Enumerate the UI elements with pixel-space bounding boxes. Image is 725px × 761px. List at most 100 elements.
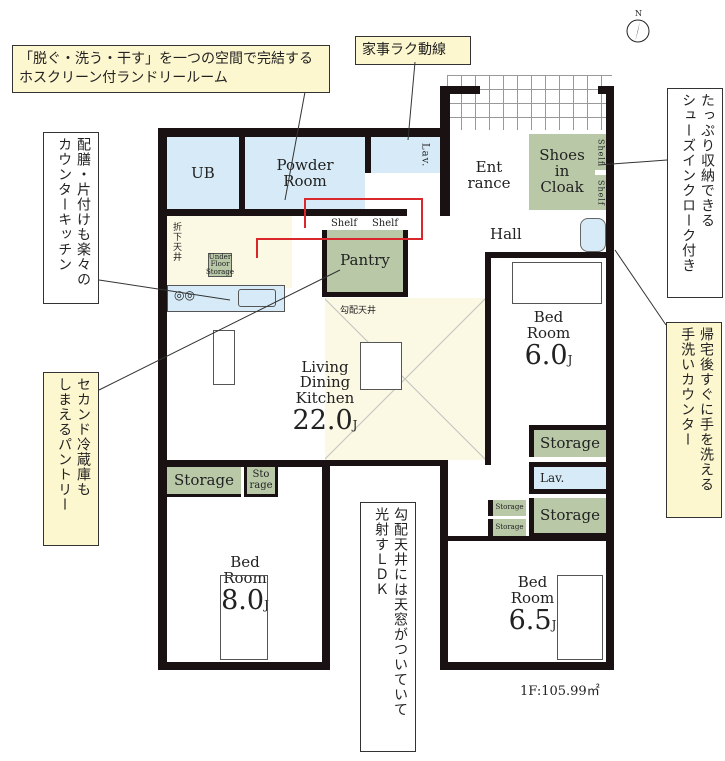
room-label: Room — [223, 568, 267, 587]
room-size-unit: J — [352, 417, 358, 432]
bed — [557, 575, 603, 660]
room-size-unit: J — [567, 352, 573, 367]
room-label: Shelf — [371, 217, 399, 229]
shoes-shelf: Shelf — [595, 175, 606, 210]
room-label: Bed — [533, 308, 564, 327]
lavatory-top: Lav. — [410, 138, 438, 172]
wall — [322, 460, 330, 670]
ceiling-note: 勾配天井 — [340, 306, 377, 316]
callout-text: シューズインクローク付き — [680, 93, 697, 273]
room-label: Bed — [517, 573, 548, 592]
room-label: Shelf — [596, 139, 606, 165]
room-label: Bed — [230, 553, 260, 572]
wall — [440, 86, 480, 94]
storage: Sto rage — [244, 467, 278, 497]
room-size-unit: J — [551, 617, 557, 632]
room-label: Sto — [252, 469, 270, 480]
storage: Storage — [529, 425, 606, 457]
floor-area: 1F:105.99㎡ — [520, 684, 600, 699]
callout-text: 帰宅後すぐに手を洗える — [698, 327, 714, 492]
room-label: Living — [301, 357, 349, 376]
housework-route — [304, 198, 306, 228]
lavatory-right: Lav. — [529, 462, 606, 494]
room-label: Cloak — [540, 177, 584, 196]
ceiling-note: 折下天井 — [171, 222, 181, 262]
room-label: Storage — [174, 470, 234, 489]
callout-text: 配膳・片付けも楽々の — [75, 137, 91, 287]
wall — [158, 662, 330, 670]
underfloor-storage: Under Floor Storage — [206, 252, 234, 277]
callout-laundry: 「脱ぐ・洗う・干す」を一つの空間で完結する ホスクリーン付ランドリールーム — [12, 45, 330, 93]
storage: Storage — [167, 467, 241, 497]
wall — [448, 536, 608, 541]
room-size: 8.0 — [221, 584, 265, 616]
wall — [606, 86, 614, 670]
room-label: UB — [191, 163, 215, 182]
stove-icon: ◎◎ — [174, 288, 195, 302]
pantry-shelf: Shelf — [325, 218, 363, 230]
bed — [220, 575, 268, 660]
room-label: Shelf — [596, 179, 606, 206]
room-label: Storage — [540, 505, 600, 524]
shoes-in-cloak: Shoes in Cloak — [529, 134, 595, 210]
pantry-shelf: Shelf — [366, 218, 404, 230]
wall — [598, 86, 612, 94]
living-dining-kitchen: Living Dining Kitchen 22.0J — [275, 340, 375, 455]
room-label: Storage — [540, 433, 600, 452]
housework-route — [305, 198, 423, 200]
room-label: Ent — [475, 158, 503, 177]
housework-route — [256, 238, 423, 240]
room-size-unit: J — [264, 597, 269, 612]
toilet — [365, 137, 440, 173]
room-size: 6.0 — [524, 339, 568, 371]
storage: Storage — [529, 498, 606, 536]
room-label: Lav. — [419, 142, 431, 168]
callout-text: 家事ラク動線 — [362, 42, 446, 58]
sofa — [360, 342, 402, 390]
dining-table — [213, 330, 235, 385]
wall — [167, 460, 327, 467]
callout-shoes: たっぷり収納できる シューズインクローク付き — [667, 88, 723, 298]
callout-text: ホスクリーン付ランドリールーム — [19, 69, 228, 86]
callout-text: カウンターキッチン — [56, 137, 73, 272]
callout-kitchen: 配膳・片付けも楽々の カウンターキッチン — [43, 132, 99, 304]
vaulted-ceiling-area — [325, 298, 485, 460]
bedroom-6-0: Bed Room 6.0J — [491, 290, 606, 390]
wall — [440, 86, 450, 216]
callout-text: 勾配天井には天窓がついていて — [392, 507, 408, 717]
room-label: in — [554, 162, 570, 181]
entrance: Ent rance — [450, 137, 528, 215]
room-label: Room — [510, 588, 555, 607]
callout-text: たっぷり収納できる — [699, 93, 715, 228]
wall — [158, 128, 167, 670]
callout-pantry: セカンド冷蔵庫も しまえるパントリー — [43, 372, 99, 546]
room-label: Under Floor Storage — [206, 252, 234, 276]
compass-icon: N — [625, 9, 651, 44]
room-label: Lav. — [540, 470, 565, 485]
shoes-shelf: Shelf — [595, 134, 606, 170]
room-size: 22.0 — [292, 404, 353, 436]
callout-text: 光射すＬＤＫ — [373, 507, 390, 597]
compass-north-label: N — [635, 9, 642, 18]
callout-ldk: 勾配天井には天窓がついていて 光射すＬＤＫ — [360, 502, 416, 752]
sink-icon — [238, 289, 276, 307]
porch — [447, 75, 612, 130]
bedroom-6-5: Bed Room 6.5J — [490, 565, 575, 645]
hand-wash-counter — [580, 218, 606, 252]
wall — [440, 662, 614, 670]
room-size: 6.5 — [508, 604, 552, 636]
housework-route — [256, 238, 258, 258]
wall — [485, 252, 610, 258]
wall — [440, 460, 448, 670]
room-label: Room — [283, 171, 327, 190]
storage-small: Storage — [488, 500, 526, 516]
callout-housework: 家事ラク動線 — [355, 36, 471, 65]
housework-route — [421, 198, 423, 240]
room-label: Room — [526, 323, 571, 342]
wall — [322, 460, 448, 466]
room-label: Storage — [495, 503, 524, 512]
callout-text: 「脱ぐ・洗う・干す」を一つの空間で完結する — [19, 51, 313, 67]
powder-room: Powder Room — [245, 137, 365, 210]
pantry: Pantry — [322, 230, 408, 297]
